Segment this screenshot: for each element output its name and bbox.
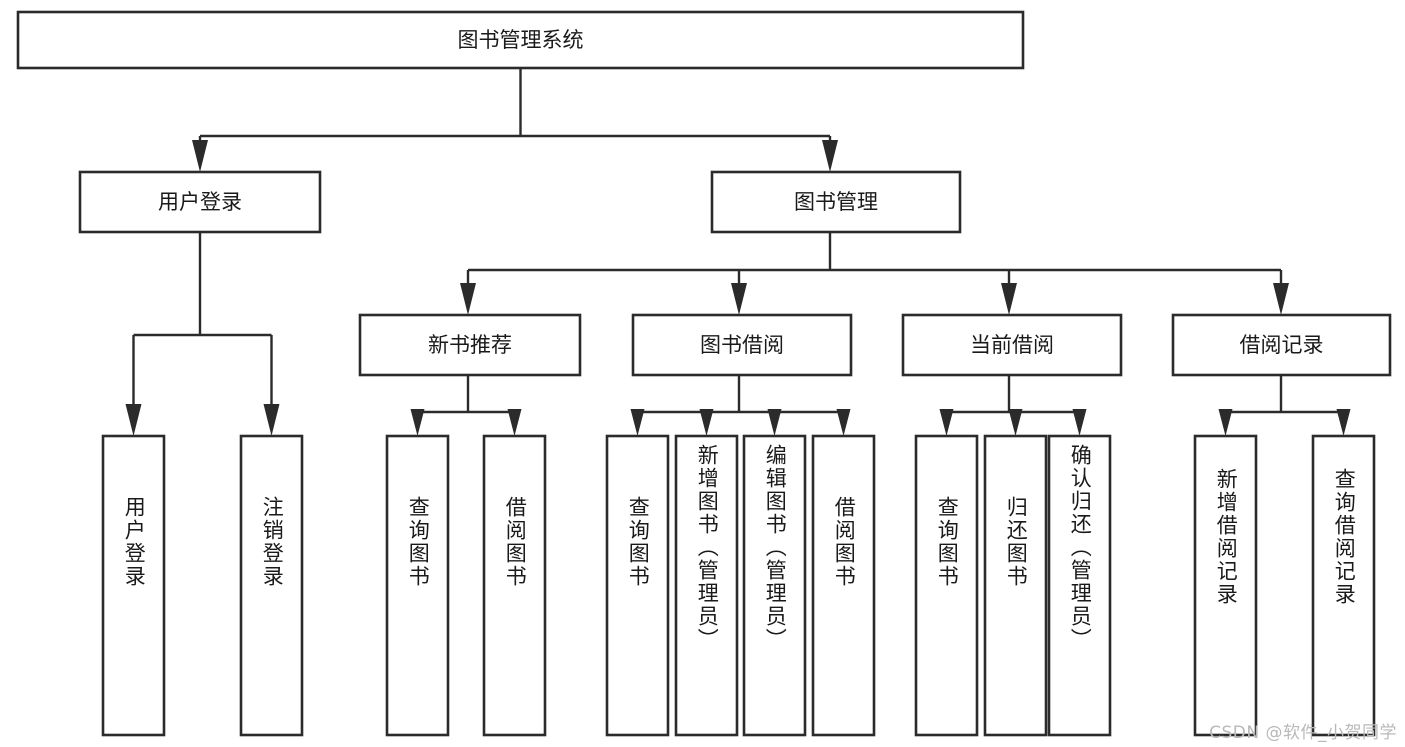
- node-current-borrow-box[interactable]: [901, 313, 1123, 377]
- arrow-head-leaf-user-logout: [263, 404, 280, 436]
- node-leaf-query-book-1-box[interactable]: [385, 434, 450, 737]
- connector-group-book-borrow: [630, 375, 851, 436]
- node-leaf-return-book-box[interactable]: [983, 434, 1048, 737]
- node-leaf-query-record-box[interactable]: [1311, 434, 1376, 737]
- node-book-manage-box[interactable]: [710, 170, 962, 234]
- node-leaf-add-record-box[interactable]: [1193, 434, 1258, 737]
- arrow-head-borrow-record: [1273, 283, 1289, 315]
- node-root-box[interactable]: [16, 10, 1025, 70]
- node-borrow-record-box[interactable]: [1171, 313, 1392, 377]
- arrow-head-book-borrow: [731, 283, 747, 315]
- connector-group-new-book-rec: [410, 375, 522, 436]
- node-new-book-rec-label: 新书推荐: [428, 333, 512, 357]
- node-leaf-borrow-book-2-box[interactable]: [811, 434, 876, 737]
- leaf-box-group: [101, 434, 1376, 737]
- arrow-head-leaf-borrow-book-2: [836, 409, 851, 436]
- node-leaf-edit-book-box[interactable]: [742, 434, 807, 737]
- node-leaf-user-logout-box[interactable]: [239, 434, 304, 737]
- arrow-head-current-borrow: [1001, 283, 1017, 315]
- node-book-manage-label: 图书管理: [794, 190, 878, 214]
- node-leaf-borrow-book-1-box[interactable]: [482, 434, 547, 737]
- node-current-borrow-label: 当前借阅: [970, 333, 1054, 357]
- node-user-login-box[interactable]: [78, 170, 322, 234]
- arrow-head-leaf-confirm-return: [1072, 409, 1087, 436]
- connector-group-user-login: [125, 232, 280, 436]
- node-leaf-query-book-3-box[interactable]: [914, 434, 979, 737]
- node-leaf-confirm-return-box[interactable]: [1047, 434, 1112, 737]
- arrow-head-leaf-query-record: [1336, 409, 1351, 436]
- node-leaf-query-book-2-box[interactable]: [605, 434, 670, 737]
- node-book-borrow-box[interactable]: [631, 313, 853, 377]
- node-new-book-rec-box[interactable]: [358, 313, 582, 377]
- arrow-head-leaf-query-book-2: [630, 409, 645, 436]
- node-book-borrow-label: 图书借阅: [700, 333, 784, 357]
- node-leaf-user-login-box[interactable]: [101, 434, 166, 737]
- arrow-head-leaf-add-record: [1218, 409, 1233, 436]
- connector-group-book-manage: [460, 232, 1289, 315]
- node-root-label: 图书管理系统: [458, 28, 584, 52]
- arrow-head-leaf-query-book-1: [410, 409, 425, 436]
- arrow-head-leaf-add-book: [699, 409, 714, 436]
- node-leaf-add-book-box[interactable]: [674, 434, 739, 737]
- csdn-watermark: CSDN @软件_小贺同学: [1209, 723, 1397, 743]
- arrow-head-to-user-login: [192, 140, 208, 172]
- arrow-head-leaf-query-book-3: [939, 409, 954, 436]
- arrow-head-leaf-return-book: [1008, 409, 1023, 436]
- node-borrow-record-label: 借阅记录: [1240, 333, 1324, 357]
- node-user-login-label: 用户登录: [158, 190, 242, 214]
- connector-group-borrow-record: [1218, 375, 1351, 436]
- arrow-head-leaf-edit-book: [767, 409, 782, 436]
- arrow-head-leaf-user-login: [125, 404, 142, 436]
- arrow-head-leaf-borrow-book-1: [507, 409, 522, 436]
- connector-group-root: [192, 68, 838, 172]
- arrow-head-new-book-rec: [460, 283, 476, 315]
- arrow-head-to-book-manage: [822, 140, 838, 172]
- connector-group-current-borrow: [939, 375, 1087, 436]
